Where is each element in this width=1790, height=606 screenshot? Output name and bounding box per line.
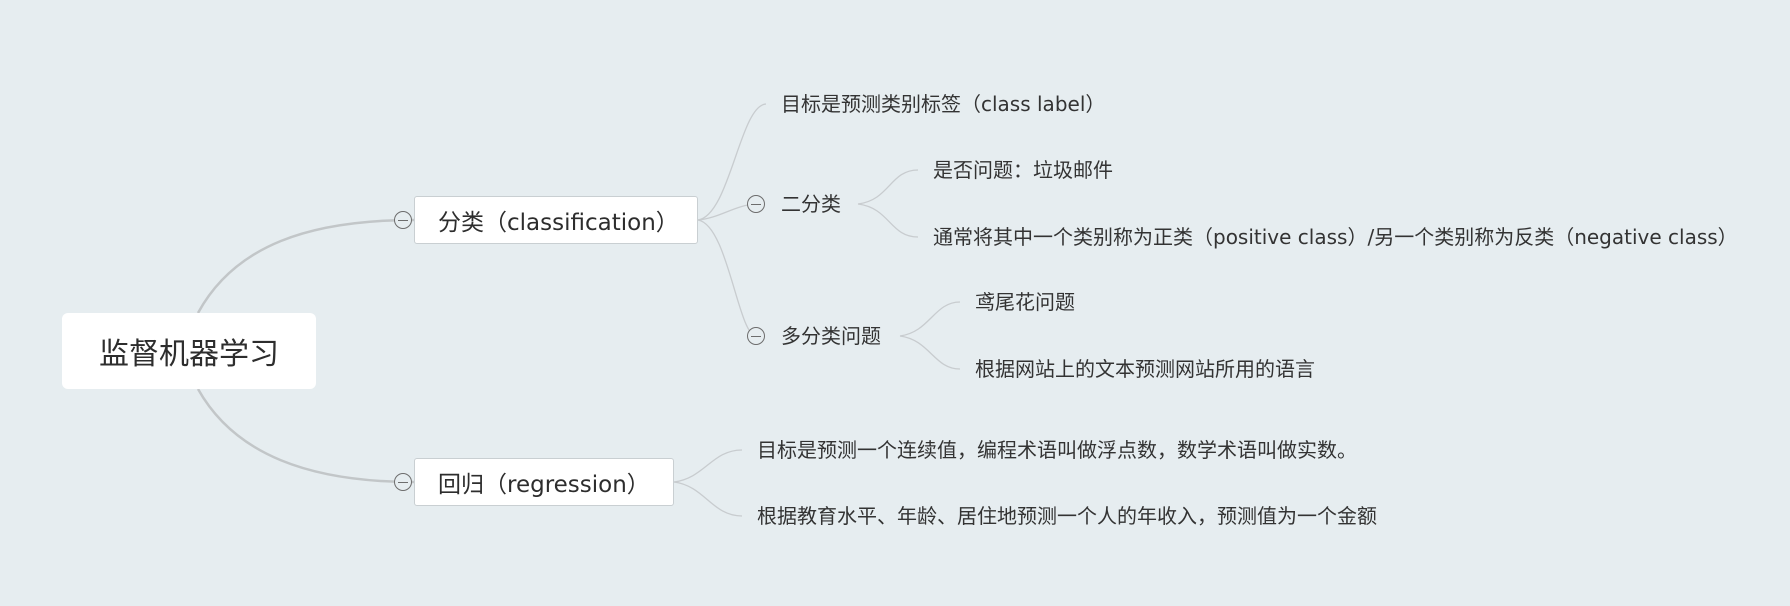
leaf-binary-example[interactable]: 是否问题：垃圾邮件 xyxy=(933,157,1113,183)
connector-root-regression xyxy=(196,388,415,484)
topic-classification-label: 分类（classification） xyxy=(438,210,679,236)
collapse-regression-icon[interactable] xyxy=(394,473,412,491)
subtopic-regression-goal-label: 目标是预测一个连续值，编程术语叫做浮点数，数学术语叫做实数。 xyxy=(757,438,1357,462)
subtopic-binary-label: 二分类 xyxy=(781,192,841,216)
leaf-binary-example-label: 是否问题：垃圾邮件 xyxy=(933,158,1113,182)
root-topic[interactable]: 监督机器学习 xyxy=(62,313,316,389)
connector-classification-multiclass xyxy=(697,219,757,337)
connector-multiclass-example2 xyxy=(899,335,961,370)
connector-classification-goal xyxy=(697,103,767,221)
subtopic-multiclass[interactable]: 多分类问题 xyxy=(781,323,881,349)
collapse-binary-icon[interactable] xyxy=(747,195,765,213)
connector-regression-example xyxy=(673,481,743,517)
subtopic-classification-goal-label: 目标是预测类别标签（class label） xyxy=(781,92,1106,116)
subtopic-regression-example[interactable]: 根据教育水平、年龄、居住地预测一个人的年收入，预测值为一个金额 xyxy=(757,503,1377,529)
subtopic-regression-example-label: 根据教育水平、年龄、居住地预测一个人的年收入，预测值为一个金额 xyxy=(757,504,1377,528)
connector-multiclass-example1 xyxy=(899,301,961,337)
connector-binary-description xyxy=(857,203,919,238)
collapse-classification-icon[interactable] xyxy=(394,211,412,229)
leaf-multiclass-example1[interactable]: 鸢尾花问题 xyxy=(975,289,1075,315)
subtopic-multiclass-label: 多分类问题 xyxy=(781,324,881,348)
subtopic-binary[interactable]: 二分类 xyxy=(781,191,841,217)
leaf-multiclass-example1-label: 鸢尾花问题 xyxy=(975,290,1075,314)
leaf-binary-description[interactable]: 通常将其中一个类别称为正类（positive class）/另一个类别称为反类（… xyxy=(933,224,1738,250)
leaf-multiclass-example2[interactable]: 根据网站上的文本预测网站所用的语言 xyxy=(975,356,1315,382)
leaf-multiclass-example2-label: 根据网站上的文本预测网站所用的语言 xyxy=(975,357,1315,381)
connector-regression-goal xyxy=(673,449,743,483)
subtopic-classification-goal[interactable]: 目标是预测类别标签（class label） xyxy=(781,91,1105,117)
subtopic-regression-goal[interactable]: 目标是预测一个连续值，编程术语叫做浮点数，数学术语叫做实数。 xyxy=(757,437,1357,463)
connector-binary-example xyxy=(857,169,919,205)
root-topic-label: 监督机器学习 xyxy=(99,337,279,372)
collapse-multiclass-icon[interactable] xyxy=(747,327,765,345)
leaf-binary-description-label: 通常将其中一个类别称为正类（positive class）/另一个类别称为反类（… xyxy=(933,225,1738,249)
topic-regression-label: 回归（regression） xyxy=(438,472,650,498)
topic-regression[interactable]: 回归（regression） xyxy=(414,458,674,506)
connector-root-classification xyxy=(196,218,415,314)
topic-classification[interactable]: 分类（classification） xyxy=(414,196,698,244)
